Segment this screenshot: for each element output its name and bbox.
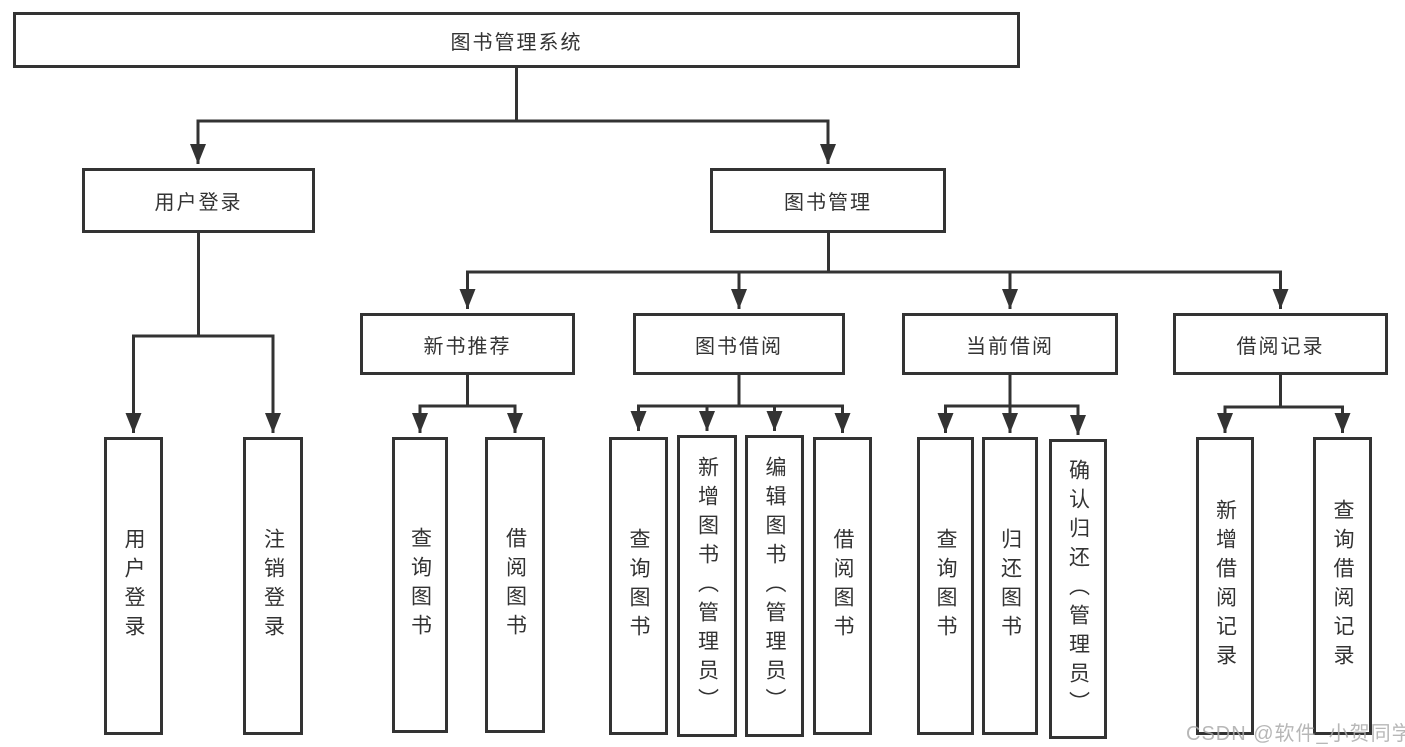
node-root: 图书管理系统	[13, 12, 1020, 68]
leaf-borrow-query-books: 查询图书	[609, 437, 668, 735]
leaf-current-query-books: 查询图书	[917, 437, 974, 735]
node-book-management: 图书管理	[710, 168, 946, 233]
leaf-logout: 注销登录	[243, 437, 303, 735]
leaf-confirm-return-admin: 确认归还（管理员）	[1049, 439, 1107, 739]
node-book-borrow: 图书借阅	[633, 313, 845, 375]
leaf-edit-books-admin: 编辑图书（管理员）	[745, 435, 804, 737]
node-new-book-recommend: 新书推荐	[360, 313, 575, 375]
leaf-borrow-books: 借阅图书	[813, 437, 872, 735]
leaf-add-borrow-record: 新增借阅记录	[1196, 437, 1254, 735]
leaf-return-books: 归还图书	[982, 437, 1038, 735]
csdn-watermark: CSDN @软件_小贺同学	[1186, 723, 1405, 745]
node-current-borrow: 当前借阅	[902, 313, 1118, 375]
leaf-recommend-borrow-books: 借阅图书	[485, 437, 545, 733]
leaf-recommend-query-books: 查询图书	[392, 437, 448, 733]
leaf-user-login: 用户登录	[104, 437, 163, 735]
node-user-login: 用户登录	[82, 168, 315, 233]
node-borrow-records: 借阅记录	[1173, 313, 1388, 375]
leaf-query-borrow-record: 查询借阅记录	[1313, 437, 1372, 735]
leaf-add-books-admin: 新增图书（管理员）	[677, 435, 737, 737]
